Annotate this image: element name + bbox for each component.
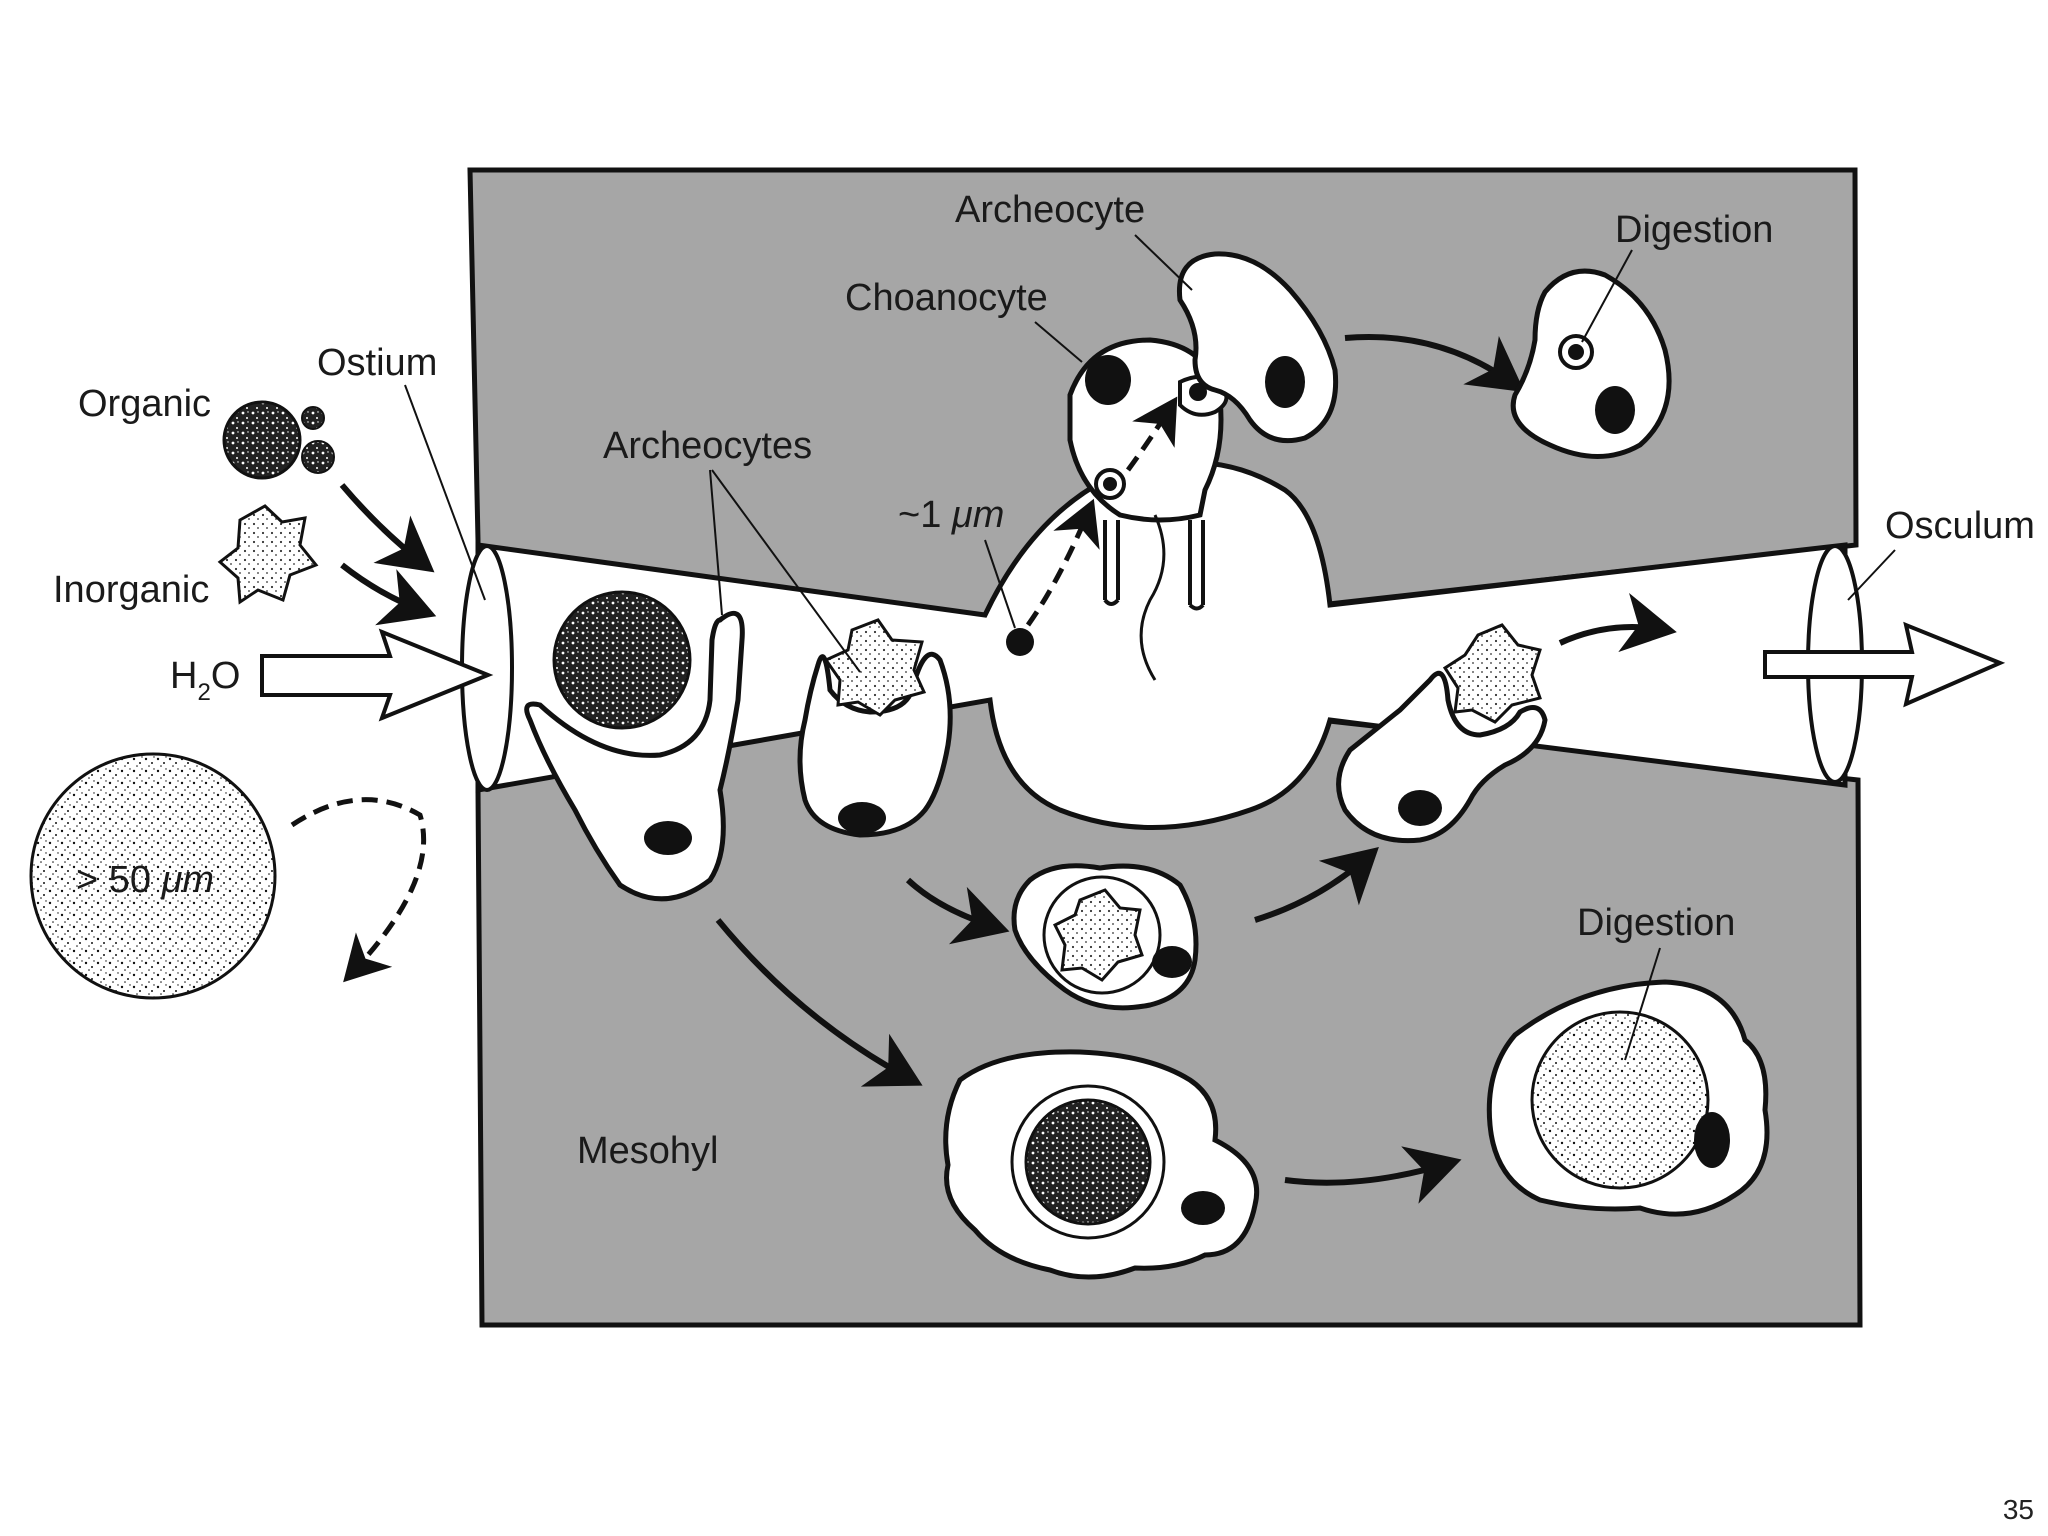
archeocytes-label: Archeocytes [603,425,812,467]
to-digestion-arrow-top [1344,334,1525,393]
digestive-cell-organic [943,1049,1260,1280]
small-particle [1006,628,1034,656]
water-outflow-arrow [1763,621,2006,708]
organic-label: Organic [78,383,211,425]
to-transport-cell-arrow [905,877,1010,945]
vesicle-transfer-arrow [1125,396,1178,472]
digestion-label-top: Digestion [1615,209,1773,251]
ostium-pointer [404,384,486,601]
digestion-pointer-bottom [1624,947,1661,1061]
archeocytes-pointer-2 [711,469,861,673]
to-digestion-arrow-bottom [1284,1146,1462,1204]
choanocyte-label: Choanocyte [845,277,1048,319]
water-inflow-arrow [260,628,494,722]
rejection-arrow [290,797,427,983]
small-particle-uptake-arrow [1025,498,1100,627]
inorganic-label: Inorganic [53,569,209,611]
choanocyte-pointer [1034,321,1083,363]
inorganic-particle-released [1442,623,1542,724]
archeocyte-pointer [1134,234,1193,291]
water-label: H2O [170,655,240,706]
choanocyte-flagellum [1139,514,1166,681]
small-particle-pointer [984,539,1016,629]
archeocyte-releasing-particle [1336,670,1548,844]
inorganic-particle-engulfed [823,618,927,717]
archeocytes-pointer-1 [709,469,723,616]
archeocyte-top [1176,251,1339,444]
to-digestive-cell-arrow [715,918,923,1087]
large-particle: > 50 μm [29,752,277,1000]
organic-particles [222,400,335,480]
organic-flow-arrow [339,483,435,573]
digestion-pointer-top [1581,249,1633,343]
osculum-label: Osculum [1885,505,2035,547]
archeocyte-label: Archeocyte [955,189,1145,231]
release-arrow [1558,592,1677,653]
large-particle-unit: μm [161,859,214,901]
inorganic-flow-arrow [340,562,437,626]
archeocyte-phagocytosing-organic [524,610,745,902]
large-particle-label: > 50 [76,859,162,901]
page-number: 35 [2002,1494,2034,1525]
inorganic-particle [217,504,319,605]
digesting-cell-bottom [1486,979,1770,1217]
svg-text:> 50 μm: > 50 μm [76,859,214,901]
mesohyl-label: Mesohyl [577,1130,719,1172]
ostium-label: Ostium [317,342,437,384]
small-particle-label: ~1 μm [898,494,1004,536]
organic-particle-engulfed [552,590,692,730]
digestion-label-bottom: Digestion [1577,902,1735,944]
to-release-arrow [1254,846,1379,923]
transport-cell-inorganic [1011,863,1199,1011]
osculum-pointer [1847,549,1896,601]
